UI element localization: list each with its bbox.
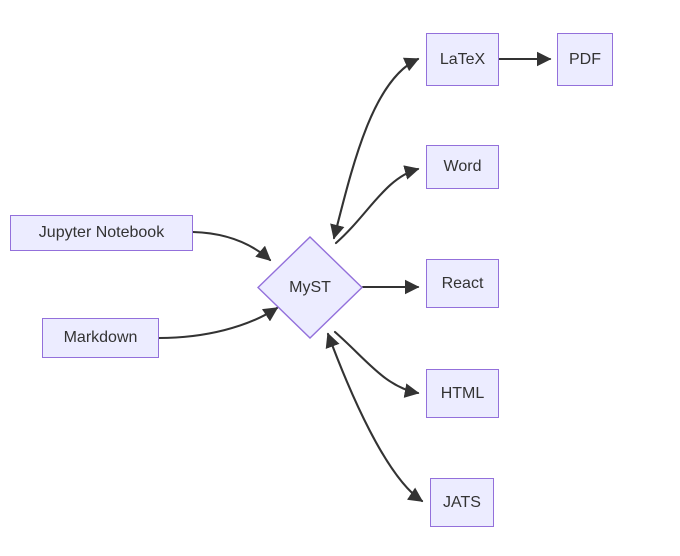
node-myst[interactable]: MyST (257, 236, 363, 339)
node-myst-label: MyST (289, 278, 331, 296)
node-react[interactable]: React (426, 259, 499, 308)
diamond-shape (257, 236, 363, 339)
node-word-label: Word (443, 158, 482, 175)
node-word[interactable]: Word (426, 145, 499, 189)
node-markdown-label: Markdown (63, 329, 138, 346)
node-jupyter-notebook[interactable]: Jupyter Notebook (10, 215, 193, 251)
node-html[interactable]: HTML (426, 369, 499, 418)
node-pdf[interactable]: PDF (557, 33, 613, 86)
edge-markdown-to-myst (157, 306, 279, 340)
node-jats[interactable]: JATS (430, 478, 494, 527)
edge-myst-to-word (334, 165, 420, 245)
edge-myst-to-jats (325, 332, 424, 503)
node-react-label: React (441, 274, 484, 292)
node-markdown[interactable]: Markdown (42, 318, 159, 358)
node-html-label: HTML (440, 384, 485, 402)
node-pdf-label: PDF (569, 50, 601, 68)
edge-jupyter-to-myst (191, 230, 272, 262)
node-jupyter-notebook-label: Jupyter Notebook (38, 224, 165, 241)
edge-myst-to-latex (330, 57, 420, 240)
node-latex-label: LaTeX (439, 50, 486, 68)
node-latex[interactable]: LaTeX (426, 33, 499, 86)
node-jats-label: JATS (443, 493, 481, 511)
